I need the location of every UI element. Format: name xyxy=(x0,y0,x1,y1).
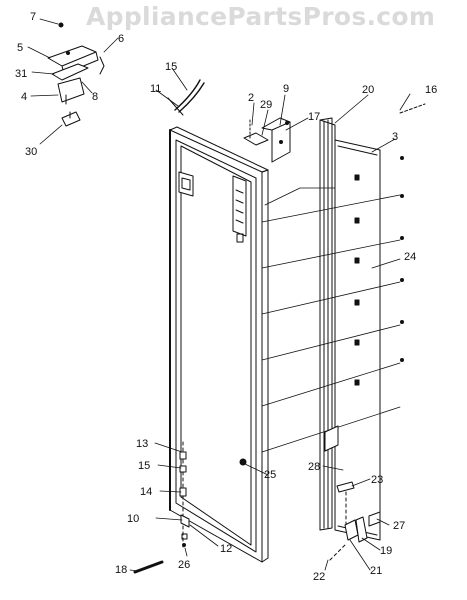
callout-28: 28 xyxy=(308,461,320,473)
callout-25: 25 xyxy=(264,469,276,481)
callout-21: 21 xyxy=(370,565,382,577)
callout-15-bottom: 15 xyxy=(138,460,150,472)
top-wire-and-brackets xyxy=(167,79,426,163)
watermark: AppliancePartsPros.com xyxy=(86,2,436,31)
callout-4: 4 xyxy=(21,91,27,103)
callout-labels: 7 6 5 31 8 4 30 15 11 2 29 9 17 20 16 3 … xyxy=(15,11,437,583)
callout-13: 13 xyxy=(136,438,148,450)
callout-30: 30 xyxy=(25,146,37,158)
callout-29: 29 xyxy=(260,99,272,111)
leader-lines xyxy=(27,18,411,572)
callout-11: 11 xyxy=(150,83,161,95)
callout-19: 19 xyxy=(380,545,392,557)
bottom-hinge-parts xyxy=(133,425,339,574)
callout-14: 14 xyxy=(140,486,152,498)
callout-24: 24 xyxy=(404,251,416,263)
callout-18: 18 xyxy=(115,564,127,576)
callout-6: 6 xyxy=(118,33,124,45)
callout-22: 22 xyxy=(313,571,325,583)
callout-16: 16 xyxy=(425,84,437,96)
callout-9: 9 xyxy=(283,83,289,95)
callout-23: 23 xyxy=(371,474,383,486)
callout-10: 10 xyxy=(127,513,139,525)
callout-15-top: 15 xyxy=(165,61,177,73)
callout-5: 5 xyxy=(17,42,23,54)
shelf-clips xyxy=(354,156,404,386)
bottom-right-hinge-parts xyxy=(329,481,381,561)
top-hinge-assembly xyxy=(47,22,105,127)
callout-3: 3 xyxy=(392,131,398,143)
callout-12: 12 xyxy=(220,543,232,555)
callout-17: 17 xyxy=(308,111,320,123)
callout-20: 20 xyxy=(362,84,374,96)
callout-26: 26 xyxy=(178,559,190,571)
callout-27: 27 xyxy=(393,520,405,532)
callout-7: 7 xyxy=(30,11,36,23)
callout-2: 2 xyxy=(248,92,254,104)
callout-8: 8 xyxy=(92,91,98,103)
door-panel xyxy=(169,126,269,563)
callout-31: 31 xyxy=(15,68,27,80)
